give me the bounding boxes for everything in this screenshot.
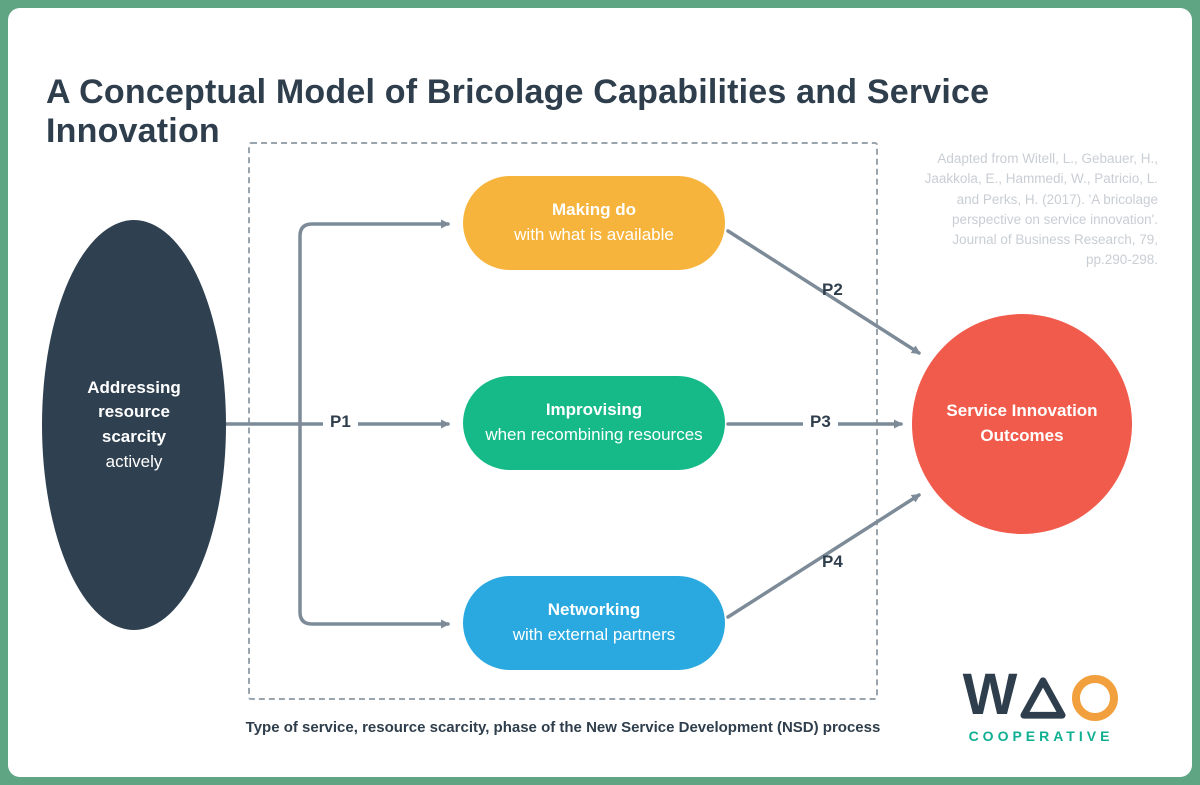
page-title: A Conceptual Model of Bricolage Capabili…: [46, 72, 990, 150]
logo-cooperative-label: COOPERATIVE: [968, 728, 1114, 744]
node-title: Addressing resource scarcity: [87, 377, 181, 446]
logo-triangle-a-icon: [1020, 677, 1066, 719]
node-title: Improvising: [545, 400, 643, 420]
node-networking: Networking with external partners: [463, 576, 725, 670]
path-label-p3: P3: [803, 410, 838, 434]
wao-logo: W COOPERATIVE: [948, 662, 1134, 744]
node-improvising: Improvising when recombining resources: [463, 376, 725, 470]
source-citation: Adapted from Witell, L., Gebauer, H., Ja…: [924, 151, 1158, 268]
node-title: Making do: [551, 200, 637, 220]
node-subtitle: actively: [105, 451, 163, 471]
node-title: Service Innovation Outcomes: [946, 401, 1098, 445]
nsd-context-caption: Type of service, resource scarcity, phas…: [245, 719, 881, 736]
path-label-p2: P2: [822, 280, 843, 299]
node-title: Networking: [547, 600, 641, 620]
path-label-p4: P4: [822, 552, 843, 571]
path-label-p1: P1: [323, 410, 358, 434]
wao-logo-letters: W: [948, 662, 1134, 728]
node-subtitle: with what is available: [514, 225, 674, 244]
node-addressing-resource-scarcity: Addressing resource scarcity actively: [42, 220, 226, 630]
logo-ring-o-icon: [1072, 675, 1119, 721]
nsd-context-box: [248, 142, 878, 700]
node-subtitle: when recombining resources: [485, 425, 703, 444]
node-subtitle: with external partners: [512, 625, 676, 644]
logo-letter-w: W: [962, 662, 1018, 728]
node-making-do: Making do with what is available: [463, 176, 725, 270]
node-service-innovation-outcomes: Service Innovation Outcomes: [912, 314, 1132, 534]
